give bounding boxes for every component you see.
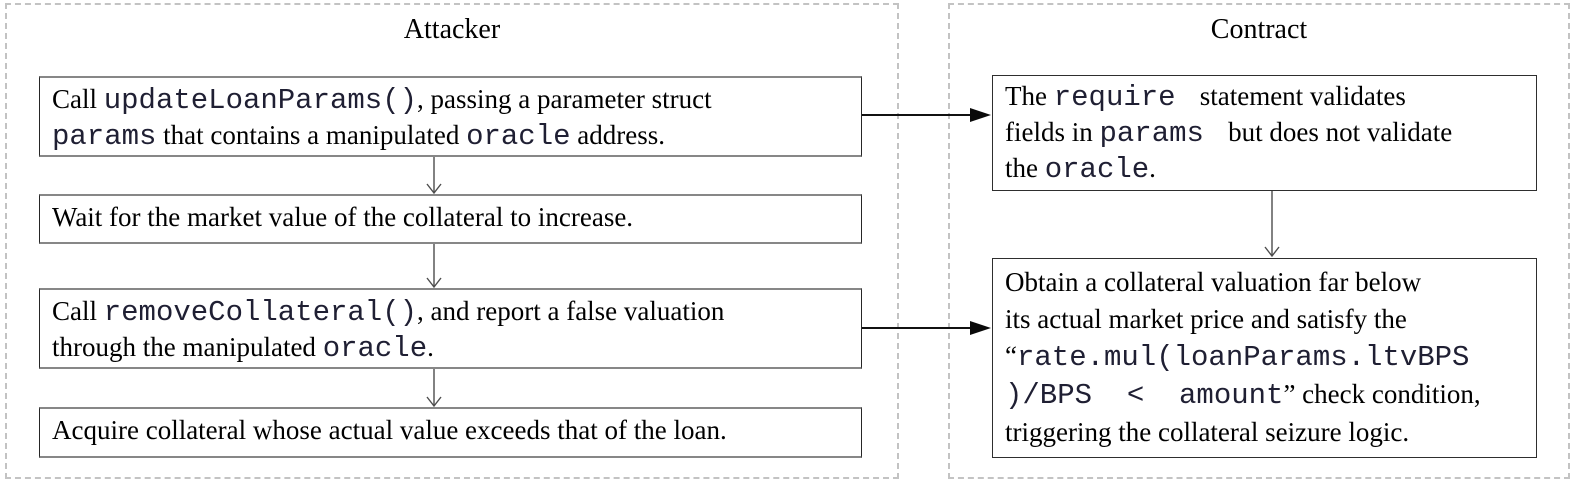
down-arrow-icon: [425, 157, 443, 195]
attacker-panel-title: Attacker: [403, 14, 501, 45]
body-text: that contains a manipulated: [156, 120, 467, 150]
code-text: oracle: [322, 332, 428, 365]
down-arrow-icon: [425, 369, 443, 408]
body-text: ” check condition, triggering the collat…: [1005, 379, 1481, 447]
code-text: removeCollateral(): [103, 296, 418, 329]
contract-response-1-box: The require statement validates fields i…: [992, 75, 1537, 191]
body-text: Wait for the market value of the collate…: [52, 202, 634, 232]
body-text: Acquire collateral whose actual value ex…: [52, 415, 727, 445]
body-text: address.: [570, 120, 665, 150]
down-arrow-icon: [425, 244, 443, 289]
body-text: , passing a parameter struct: [417, 84, 712, 114]
contract-response-2-box: Obtain a collateral valuation far below …: [992, 258, 1537, 458]
attacker-step-2-box: Wait for the market value of the collate…: [39, 194, 862, 244]
down-arrow-icon: [1263, 191, 1281, 258]
body-text: .: [427, 332, 434, 362]
body-text: The: [1005, 81, 1054, 111]
contract-panel-title: Contract: [1210, 14, 1308, 45]
right-arrow-icon: [862, 106, 992, 124]
body-text: , and report a false valuation through t…: [52, 296, 725, 362]
body-text: Obtain a collateral valuation far below …: [1005, 267, 1422, 371]
right-arrow-icon: [862, 319, 992, 337]
attacker-step-4-box: Acquire collateral whose actual value ex…: [39, 407, 862, 458]
code-text: oracle: [1044, 153, 1150, 186]
code-text: params: [52, 120, 157, 153]
code-text: require: [1053, 81, 1193, 114]
body-text: but does not validate the: [1005, 117, 1453, 183]
attacker-step-1-box: Call updateLoanParams(), passing a param…: [39, 76, 862, 157]
code-text: updateLoanParams(): [103, 84, 418, 117]
code-text: rate.mul(loanParams.ltvBPS )/BPS < amoun…: [1005, 341, 1470, 412]
code-text: oracle: [466, 120, 571, 153]
body-text: .: [1149, 153, 1156, 183]
body-text: Call: [52, 84, 104, 114]
body-text: Call: [52, 296, 104, 326]
attacker-step-3-box: Call removeCollateral(), and report a fa…: [39, 288, 862, 369]
code-text: params: [1099, 117, 1222, 150]
body-text: statement validates fields in: [1005, 81, 1406, 147]
